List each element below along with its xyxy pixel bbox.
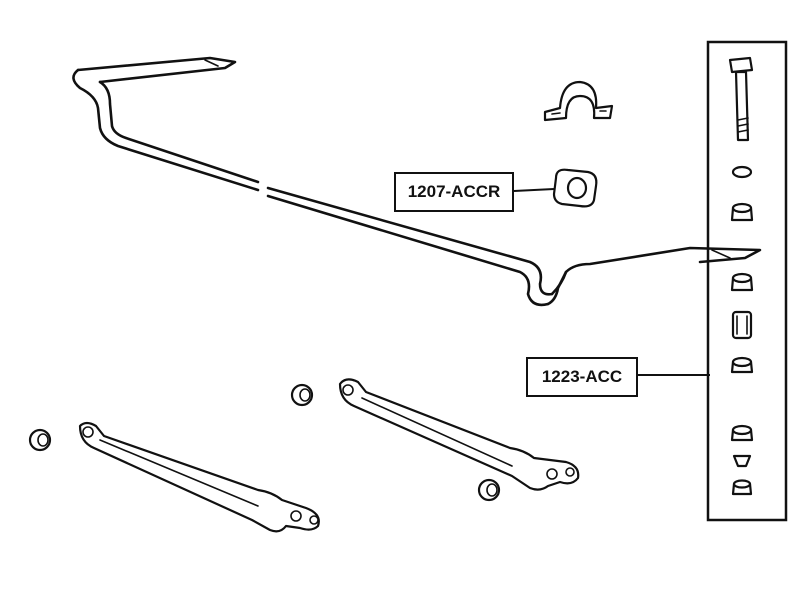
- link-nut: [731, 479, 753, 496]
- link-washer-2: [732, 454, 752, 468]
- stabilizer-bushing: [552, 168, 598, 208]
- link-bolt: [728, 56, 754, 142]
- link-kit-part-number-label: 1223-ACC: [526, 357, 638, 397]
- arm-bushing-left: [28, 428, 52, 452]
- control-arm-left: [78, 421, 320, 533]
- bushing-part-number-label: 1207-ACCR: [394, 172, 514, 212]
- stabilizer-bracket: [543, 80, 614, 122]
- link-bushing-1: [730, 202, 754, 222]
- link-bushing-2: [730, 272, 754, 292]
- arm-bushing-right: [477, 478, 501, 502]
- link-bushing-3: [730, 356, 754, 374]
- stabilizer-bar: [72, 56, 762, 307]
- link-kit-frame: [706, 40, 788, 522]
- link-bushing-4: [730, 424, 754, 442]
- link-spacer-sleeve: [731, 310, 753, 340]
- control-arm-right: [338, 378, 580, 491]
- link-washer-1: [731, 165, 753, 179]
- arm-bushing-center: [290, 383, 314, 407]
